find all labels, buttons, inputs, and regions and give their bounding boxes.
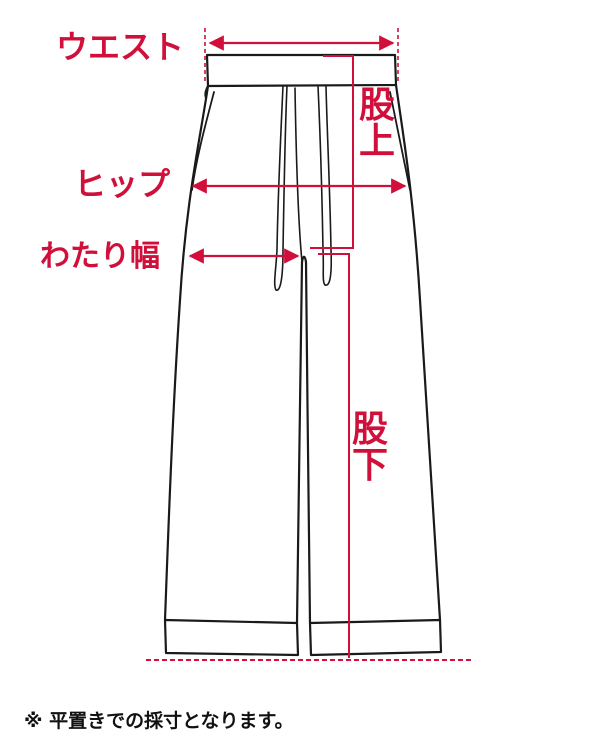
inseam-bracket bbox=[318, 253, 350, 658]
rise-bracket bbox=[310, 55, 354, 249]
inseam-label: 股下 bbox=[351, 409, 388, 486]
hip-label: ヒップ bbox=[74, 165, 171, 203]
rise-label: 股上 bbox=[358, 85, 395, 162]
waist-label: ウエスト bbox=[56, 28, 185, 66]
pants-outline bbox=[163, 53, 443, 657]
measurement-lines bbox=[146, 28, 474, 661]
thigh-width-label: わたり幅 bbox=[40, 239, 160, 274]
measurement-note: ※ 平置きでの採寸となります。 bbox=[24, 710, 294, 732]
